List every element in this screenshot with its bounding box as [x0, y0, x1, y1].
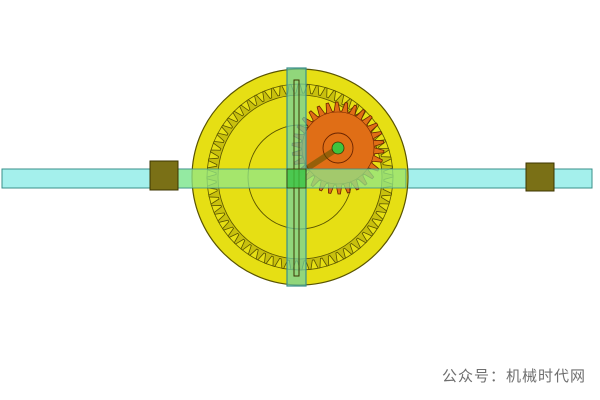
cross-slider-block [286, 168, 307, 189]
crank-pin-icon [331, 141, 345, 155]
left-guide-block [149, 160, 179, 191]
right-guide-block [525, 162, 555, 192]
watermark-text: 公众号：机械时代网 [441, 367, 586, 385]
